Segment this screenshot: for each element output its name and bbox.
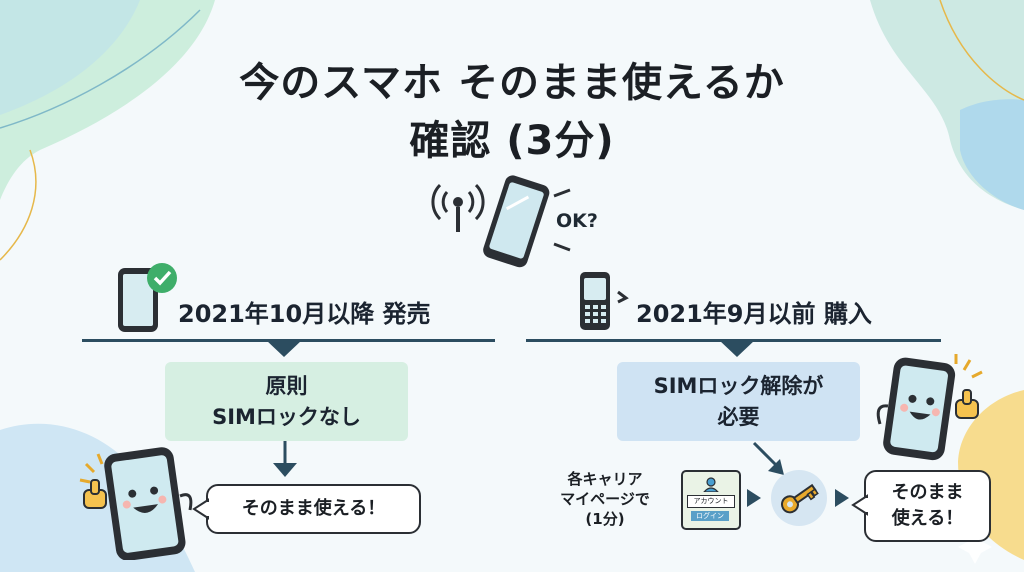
left-down-arrow [273, 441, 297, 477]
login-button: ログイン [691, 511, 729, 521]
top-right-blob-2 [960, 99, 1024, 210]
step-arrow-2 [835, 489, 849, 507]
key-icon [771, 470, 827, 526]
carrier-step-line2: マイページで [560, 490, 650, 508]
tilted-phone-icon [483, 175, 550, 268]
left-curve [0, 149, 37, 261]
antenna-icon [431, 183, 485, 232]
carrier-step-line1: 各キャリア [567, 470, 643, 488]
page-title-line2: 確認 (3分) [409, 118, 615, 164]
top-left-blob-2 [0, 0, 140, 115]
right-result-bubble: そのまま 使える！ [864, 470, 991, 542]
phone-signal-illustration [431, 175, 571, 268]
right-down-triangle [719, 340, 755, 357]
left-down-triangle [266, 340, 302, 357]
left-bubble-tail [192, 498, 210, 520]
left-result-bubble: そのまま使える！ [206, 484, 421, 534]
left-box-line1: 原則 [265, 373, 308, 398]
right-mascot-phone [876, 354, 983, 461]
left-result-text: そのまま使える！ [241, 498, 386, 519]
right-heading: 2021年9月以前 購入 [636, 300, 872, 328]
account-field: アカウント [687, 495, 735, 508]
top-left-line [0, 9, 201, 129]
left-mascot-phone [79, 447, 193, 560]
left-condition-box: 原則 SIMロックなし [165, 362, 408, 441]
thumbs-up-icon [955, 389, 979, 419]
right-condition-box: SIMロック解除が 必要 [617, 362, 860, 441]
top-right-line [939, 0, 1024, 101]
left-heading: 2021年10月以降 発売 [178, 300, 431, 328]
user-icon [703, 477, 719, 492]
right-result-line1: そのまま [891, 482, 964, 503]
right-bubble-tail [851, 494, 869, 516]
thumbs-up-icon [83, 479, 107, 509]
step-arrow-1 [747, 489, 761, 507]
phone-check-icon [118, 263, 177, 332]
right-result-line2: 使える！ [891, 508, 964, 529]
right-box-line2: 必要 [717, 404, 760, 429]
carrier-step-label: 各キャリア マイページで (1分) [548, 469, 662, 529]
left-box-line2: SIMロックなし [212, 404, 361, 429]
ok-question-label: OK? [556, 210, 598, 232]
page-title-line1: 今のスマホ そのまま使えるか [239, 60, 785, 106]
right-box-line1: SIMロック解除が [653, 373, 824, 398]
feature-phone-icon [580, 272, 629, 330]
right-diagonal-arrow [752, 441, 784, 475]
carrier-step-line3: (1分) [585, 510, 625, 528]
login-card-icon: アカウント ログイン [681, 470, 741, 530]
sparkle-icon [958, 530, 992, 564]
